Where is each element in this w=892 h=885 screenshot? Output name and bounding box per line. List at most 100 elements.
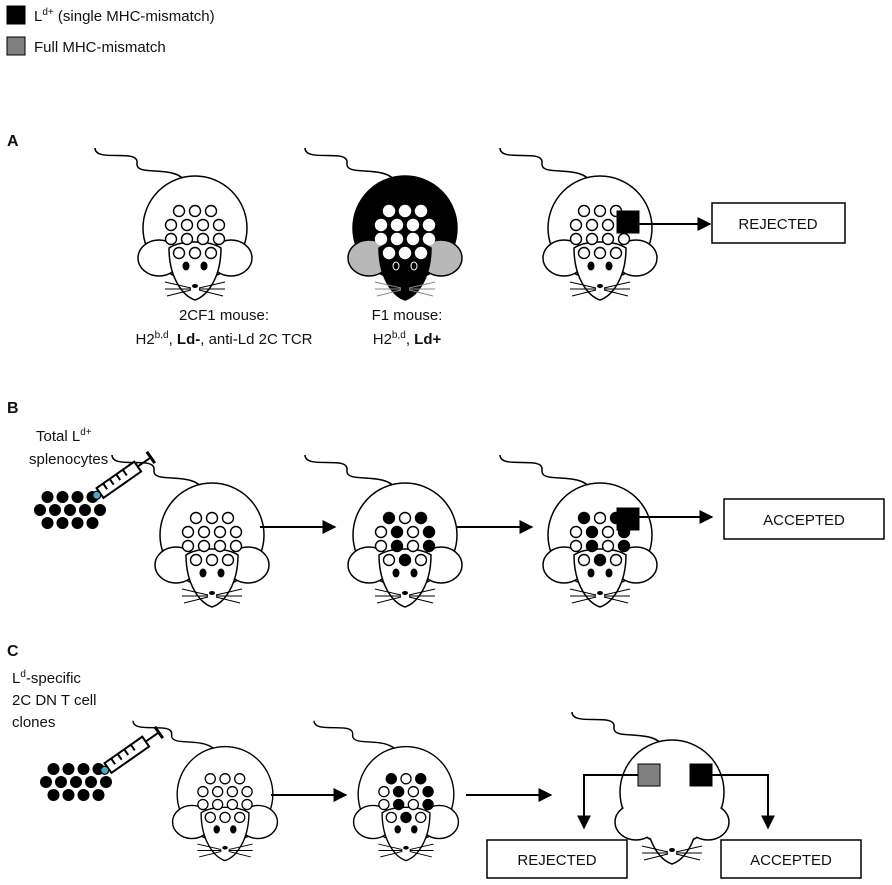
mouse-whisker <box>675 853 701 861</box>
outcome-box-a <box>711 202 846 244</box>
mouse-whisker <box>166 289 192 297</box>
splenocyte-dot-empty <box>229 539 243 553</box>
splenocyte-dot-filled <box>398 553 412 567</box>
splenocyte-dot-empty <box>577 204 591 218</box>
mouse-whisker <box>374 281 402 289</box>
mouse-nose <box>403 845 409 850</box>
injection-label-c-line3: clones <box>12 714 55 731</box>
graft-ld-plus <box>689 763 713 787</box>
graft-full-mismatch <box>637 763 661 787</box>
injected-cell <box>47 789 60 801</box>
outcome-label-c-right: ACCEPTED <box>750 852 832 869</box>
splenocyte-dot-empty <box>601 539 615 553</box>
mouse-2cf1-caption-line1: 2CF1 mouse: <box>179 307 269 324</box>
syringe-c <box>100 725 165 775</box>
splenocyte-dot-empty <box>374 525 388 539</box>
mouse-tail <box>304 147 398 184</box>
graft-ld-plus <box>616 507 640 531</box>
mouse-eye-left <box>392 261 400 271</box>
splenocyte-dot-empty <box>593 246 607 260</box>
splenocyte-dot-empty <box>374 539 388 553</box>
injected-cell <box>41 517 54 529</box>
splenocyte-dot-empty <box>577 553 591 567</box>
syringe-tick <box>123 748 130 756</box>
injected-cell <box>70 776 82 788</box>
splenocyte-dot-empty <box>415 811 427 824</box>
splenocyte-dot-empty <box>241 798 253 811</box>
splenocyte-dot-empty <box>197 785 209 798</box>
mouse-nose <box>669 848 675 852</box>
splenocyte-dot-filled <box>392 785 405 798</box>
injection-label-c-line2: 2C DN T cell <box>12 692 96 709</box>
panel-label-c: C <box>7 643 19 660</box>
splenocyte-dot-filled <box>585 539 599 553</box>
mouse-whisker <box>181 588 209 596</box>
splenocyte-dot-empty <box>221 553 235 567</box>
syringe-tick <box>108 478 115 486</box>
syringe-tick <box>110 757 116 765</box>
injected-cell <box>41 491 54 503</box>
syringe-tip <box>100 765 110 775</box>
injected-cell <box>85 776 97 788</box>
mouse-eye-right <box>410 261 418 271</box>
injected-cell <box>92 789 105 801</box>
splenocyte-dot-empty <box>374 232 388 246</box>
mouse-tail <box>94 147 188 184</box>
panel-label-a: A <box>7 133 19 150</box>
outcome-label-c-left: REJECTED <box>517 852 596 869</box>
mouse-whisker <box>641 845 669 853</box>
splenocyte-dot-empty <box>414 553 428 567</box>
splenocyte-dot-empty <box>213 525 227 539</box>
injected-cell <box>77 763 90 775</box>
mouse-eye-left <box>199 568 207 578</box>
splenocyte-dot-empty <box>422 232 436 246</box>
splenocyte-dot-empty <box>226 798 239 811</box>
mouse-whisker <box>376 596 402 604</box>
splenocyte-dot-empty <box>213 539 227 553</box>
splenocyte-dot-empty <box>400 773 412 785</box>
syringe-b <box>92 450 157 500</box>
mouse-c2 <box>313 720 460 862</box>
mouse-nose <box>209 591 215 595</box>
splenocyte-dot-filled <box>422 798 434 811</box>
mouse-c1 <box>132 720 279 862</box>
outcome-box-c-right <box>720 839 862 879</box>
injected-cells-c <box>40 763 112 801</box>
mouse-whisker <box>675 845 703 853</box>
splenocyte-dot-empty <box>211 785 224 798</box>
mouse-whisker <box>228 850 251 858</box>
injected-cell <box>71 491 84 503</box>
injected-cell <box>71 517 84 529</box>
mouse-nose <box>402 591 408 595</box>
mouse-whisker <box>569 281 597 289</box>
splenocyte-dot-empty <box>378 785 390 798</box>
splenocyte-dot-empty <box>197 798 209 811</box>
mouse-whisker <box>197 843 222 851</box>
splenocyte-dot-empty <box>390 218 404 232</box>
splenocyte-dot-empty <box>406 525 420 539</box>
outcome-label-a: REJECTED <box>738 216 817 233</box>
splenocyte-dot-empty <box>219 773 231 785</box>
mouse-nose <box>597 591 603 595</box>
syringe-tick <box>116 753 123 761</box>
splenocyte-dot-empty <box>398 204 412 218</box>
splenocyte-dot-empty <box>180 218 194 232</box>
splenocyte-dot-empty <box>406 218 420 232</box>
splenocyte-dot-filled <box>593 553 607 567</box>
mouse-whisker <box>408 289 434 297</box>
mouse-whisker <box>228 843 253 851</box>
splenocyte-dot-empty <box>585 218 599 232</box>
legend-label-single: Ld+ (single MHC-mismatch) <box>34 7 215 25</box>
mouse-f1-caption-line2: H2b,d, Ld+ <box>373 330 442 348</box>
syringe-plunger-head <box>153 725 165 740</box>
mouse-whisker <box>409 850 432 858</box>
splenocyte-dot-filled <box>585 525 599 539</box>
mouse-whisker <box>378 843 403 851</box>
outcome-box-b <box>723 498 885 540</box>
mouse-b3 <box>499 454 658 608</box>
mouse-whisker <box>571 596 597 604</box>
mouse-tail <box>304 454 398 491</box>
splenocyte-dot-empty <box>406 232 420 246</box>
splenocyte-dot-empty <box>172 204 186 218</box>
